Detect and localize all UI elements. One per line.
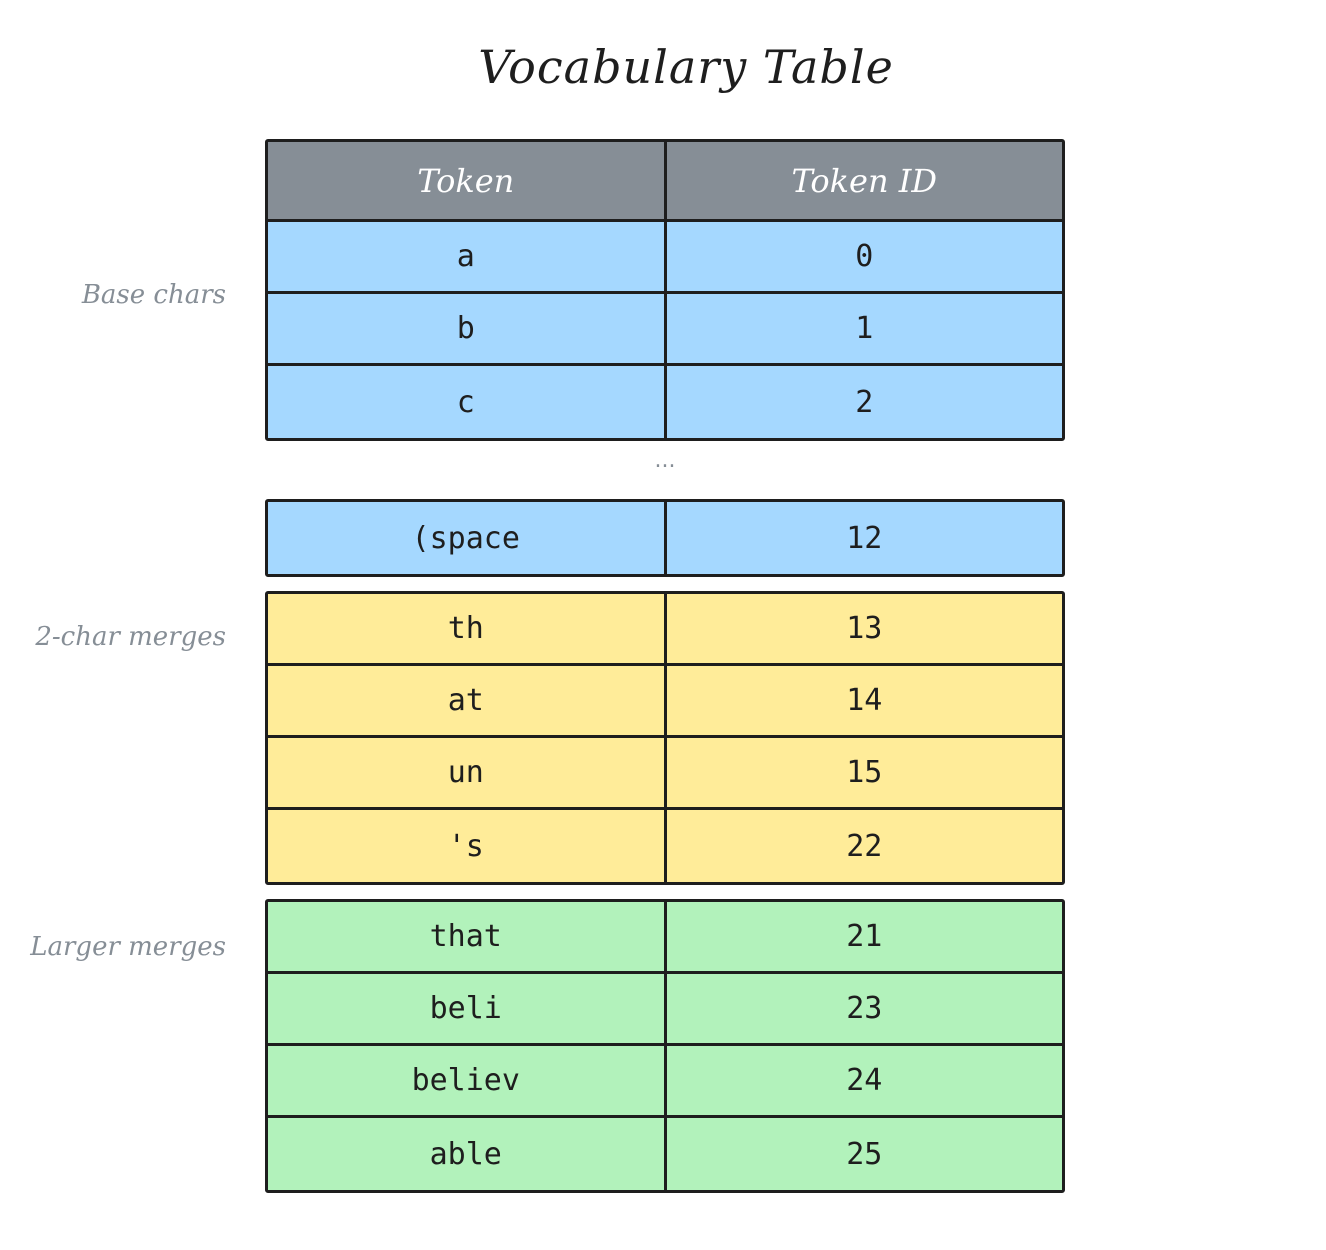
table-header-row: Token Token ID — [268, 142, 1062, 222]
token-id-cell: 1 — [663, 294, 1063, 363]
table-row: that 21 — [268, 902, 1062, 974]
token-cell: (space — [411, 520, 520, 556]
label-base-chars: Base chars — [81, 280, 226, 310]
token-cell: a — [456, 239, 475, 274]
token-cell: un — [447, 755, 484, 790]
table-row: at 14 — [268, 666, 1062, 738]
token-id-cell: 15 — [663, 738, 1063, 807]
token-id-cell: 21 — [663, 902, 1063, 971]
table-row: un 15 — [268, 738, 1062, 810]
token-id-cell: 14 — [663, 666, 1063, 735]
token-id-cell: 24 — [663, 1046, 1063, 1115]
table-block-two-char: th 13 at 14 un 15 's 22 — [265, 591, 1065, 885]
label-two-char-merges: 2-char merges — [35, 622, 226, 652]
token-cell: believ — [411, 1063, 520, 1098]
table-row: believ 24 — [268, 1046, 1062, 1118]
token-cell: beli — [429, 991, 502, 1026]
table-row: able 25 — [268, 1118, 1062, 1190]
token-cell: at — [447, 683, 484, 718]
table-row: c 2 — [268, 366, 1062, 438]
table-row: (space 12 — [268, 502, 1062, 574]
token-cell: able — [429, 1136, 502, 1172]
label-larger-merges: Larger merges — [30, 932, 226, 962]
diagram-title: Vocabulary Table — [478, 40, 894, 94]
token-cell: 's — [447, 828, 484, 864]
ellipsis: ... — [654, 448, 676, 473]
token-id-cell: 23 — [663, 974, 1063, 1043]
table-row: a 0 — [268, 222, 1062, 294]
token-id-cell: 2 — [663, 366, 1063, 438]
token-cell: c — [456, 384, 475, 420]
token-cell: th — [447, 611, 484, 646]
table-block-space: (space 12 — [265, 499, 1065, 577]
table-row: beli 23 — [268, 974, 1062, 1046]
header-token: Token — [417, 161, 515, 200]
table-block-base: Token Token ID a 0 b 1 c 2 — [265, 139, 1065, 441]
token-cell: b — [456, 311, 475, 346]
token-id-cell: 22 — [663, 810, 1063, 882]
token-id-cell: 0 — [663, 222, 1063, 291]
table-block-larger: that 21 beli 23 believ 24 able 25 — [265, 899, 1065, 1193]
header-token-id: Token ID — [663, 142, 1063, 219]
token-id-cell: 13 — [663, 594, 1063, 663]
table-row: th 13 — [268, 594, 1062, 666]
table-row: b 1 — [268, 294, 1062, 366]
table-row: 's 22 — [268, 810, 1062, 882]
token-cell: that — [429, 919, 502, 954]
token-id-cell: 12 — [663, 502, 1063, 574]
token-id-cell: 25 — [663, 1118, 1063, 1190]
